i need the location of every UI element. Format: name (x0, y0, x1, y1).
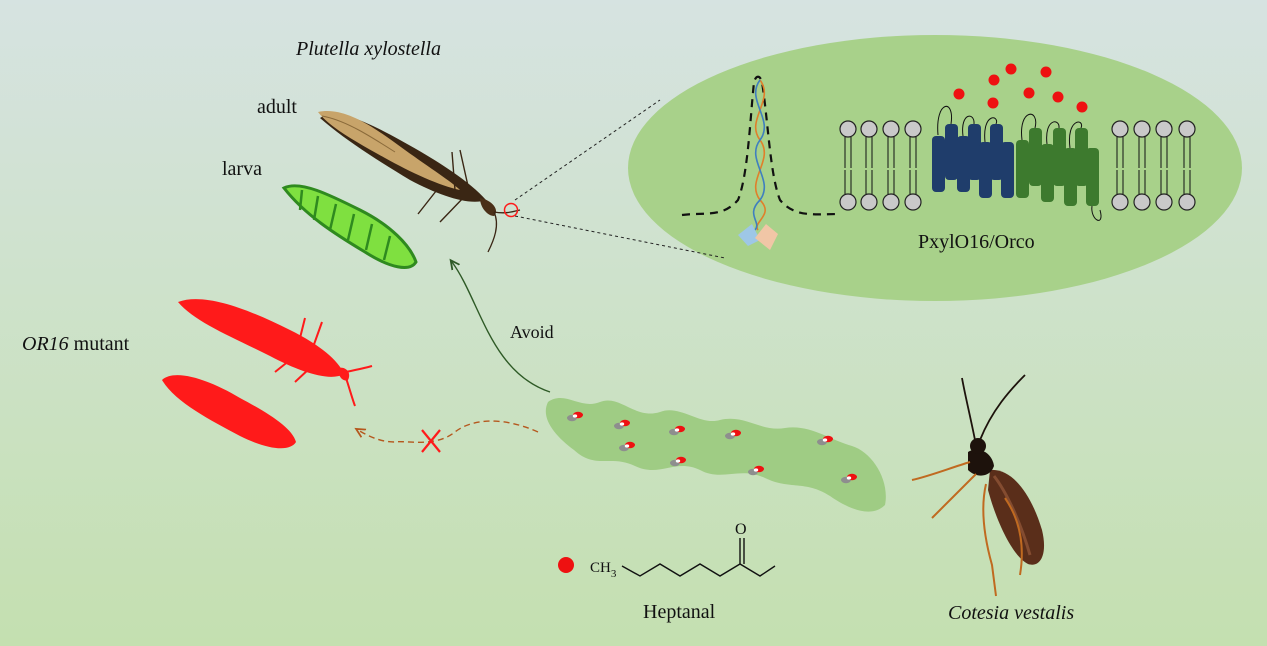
mutant-label: OR16 mutant (22, 333, 130, 355)
parasitoid-label: Cotesia vestalis (948, 602, 1074, 624)
plume-odorant-molecules (567, 411, 857, 484)
blocked-path-arrow (358, 420, 539, 443)
zoom-callout-lines (514, 99, 726, 259)
adult-moth-icon (318, 110, 521, 253)
electrophysiology-trace (681, 75, 841, 217)
adult-label: adult (257, 96, 297, 118)
odorant-molecule-icon (614, 419, 630, 430)
carbonyl-oxygen-label: O (735, 521, 747, 538)
odorant-molecule-icon (670, 456, 686, 467)
lipid-molecule (904, 120, 922, 211)
odorant-molecule-icon (619, 441, 635, 452)
compound-label: Heptanal (643, 601, 716, 623)
pxyl-or16-receptor (932, 106, 1014, 198)
lipid-molecule (1133, 120, 1151, 211)
ch3-subscript: 3 (611, 568, 617, 580)
dna-helix-icon (738, 79, 778, 250)
lipid-molecule (1155, 120, 1173, 211)
larva-icon (281, 184, 418, 269)
mutant-adult-moth-icon (178, 299, 373, 407)
lipid-molecule (882, 120, 900, 211)
odorant-molecule-icon (725, 429, 741, 440)
ch3-text: CH (590, 560, 611, 576)
odorant-molecule-icon (567, 411, 583, 422)
blocked-x-icon (421, 429, 441, 453)
lipid-molecule (860, 120, 878, 211)
ch3-label: CH3 (590, 560, 617, 580)
odor-plume (545, 398, 886, 512)
lipid-molecule (1111, 120, 1129, 211)
orco-coreceptor (1016, 113, 1102, 221)
heptanal-structure-icon (558, 538, 776, 577)
mutant-larva-icon (162, 375, 296, 449)
mutant-gene-label: OR16 (22, 333, 69, 355)
larva-label: larva (222, 158, 262, 180)
odorant-dots (953, 63, 1088, 113)
receptor-label: PxylO16/Orco (918, 231, 1035, 253)
avoid-arrow (452, 262, 551, 393)
mutant-suffix-label: mutant (69, 333, 130, 355)
odorant-molecule-icon (841, 473, 857, 484)
odorant-molecule-icon (669, 425, 685, 436)
odorant-molecule-icon (748, 465, 764, 476)
cell-membrane (839, 120, 1196, 211)
lipid-molecule (839, 120, 857, 211)
parasitoid-wasp-icon (911, 374, 1045, 597)
lipid-molecule (1178, 120, 1196, 211)
avoid-label: Avoid (510, 322, 554, 342)
odorant-molecule-icon (817, 435, 833, 446)
species-label: Plutella xylostella (295, 38, 441, 60)
